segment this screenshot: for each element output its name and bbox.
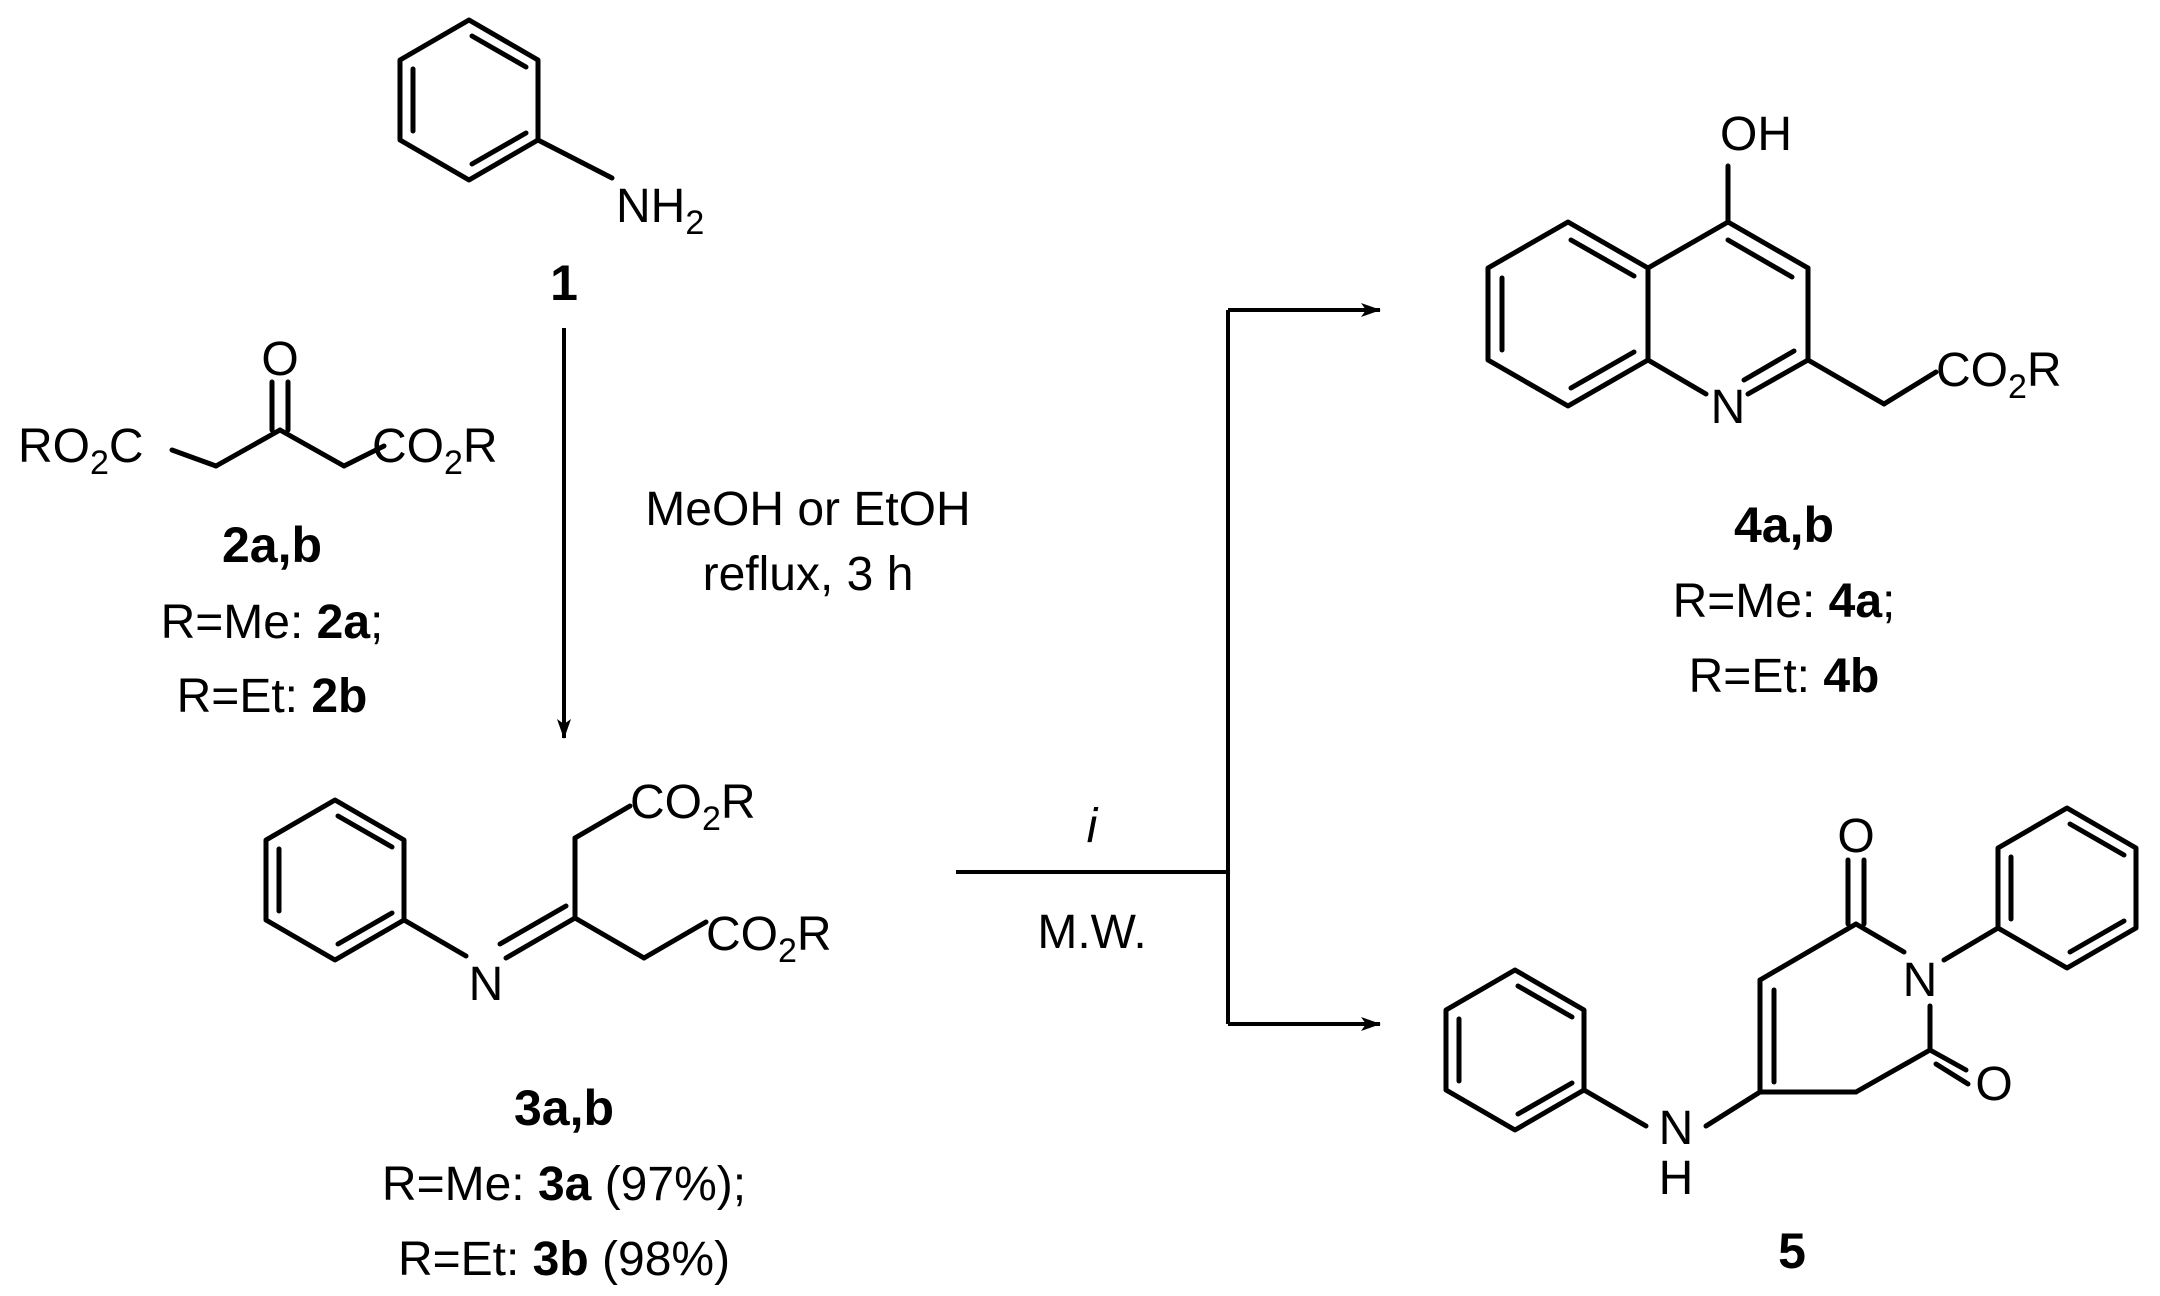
compound-3-label: 3a,b bbox=[514, 1080, 614, 1136]
compound-4-quinoline: N OH CO2R 4a,b R=Me: 4a; R=Et: 4b bbox=[1485, 108, 2062, 703]
quinoline-ester-label: CO2R bbox=[1936, 344, 2062, 406]
imide-nitrogen: N bbox=[1903, 954, 1938, 1007]
compound-2-diester: O RO2C CO2R 2a,b R=Me: 2a; R=Et: 2b bbox=[18, 333, 498, 723]
ester-label-bottom: CO2R bbox=[706, 908, 832, 970]
compound-2-variant-et: R=Et: 2b bbox=[177, 670, 368, 723]
compound-1-label: 1 bbox=[550, 255, 578, 311]
carbonyl-oxygen-bottom: O bbox=[1975, 1058, 2012, 1111]
compound-3-imine: N CO2R CO2R 3a,b R=Me: 3a (97%); R=Et: 3… bbox=[263, 776, 832, 1286]
carbonyl-oxygen-top: O bbox=[1837, 810, 1874, 863]
amine-nitrogen: N bbox=[1659, 1102, 1694, 1155]
right-ester-label: CO2R bbox=[372, 420, 498, 482]
compound-4-variant-me: R=Me: 4a; bbox=[1673, 575, 1896, 628]
compound-5-pyridinedione: N H N O O 5 bbox=[1443, 805, 2139, 1279]
imine-nitrogen: N bbox=[469, 958, 504, 1011]
compound-4-variant-et: R=Et: 4b bbox=[1689, 650, 1880, 703]
step-2-conditions: M.W. bbox=[1037, 906, 1146, 959]
left-ester-label: RO2C bbox=[18, 420, 144, 482]
step-2-reagent: i bbox=[1087, 800, 1099, 853]
ketone-oxygen: O bbox=[261, 333, 298, 386]
amine-hydrogen: H bbox=[1659, 1152, 1694, 1205]
step-1-conditions: reflux, 3 h bbox=[703, 548, 914, 601]
compound-2-variant-me: R=Me: 2a; bbox=[161, 596, 384, 649]
compound-3-variant-me: R=Me: 3a (97%); bbox=[382, 1158, 746, 1211]
step-1-solvent: MeOH or EtOH bbox=[645, 483, 970, 536]
step-1: MeOH or EtOH reflux, 3 h bbox=[557, 328, 971, 739]
hydroxyl-label: OH bbox=[1720, 108, 1792, 161]
ester-label-top: CO2R bbox=[630, 776, 756, 838]
compound-1-aniline: NH2 1 bbox=[397, 17, 704, 311]
compound-3-variant-et: R=Et: 3b (98%) bbox=[398, 1233, 730, 1286]
compound-2-label: 2a,b bbox=[222, 517, 322, 573]
amine-label: NH2 bbox=[616, 180, 704, 242]
step-2: i M.W. bbox=[956, 303, 1381, 1031]
quinoline-nitrogen: N bbox=[1711, 381, 1746, 434]
compound-5-label: 5 bbox=[1778, 1223, 1806, 1279]
compound-4-label: 4a,b bbox=[1734, 497, 1834, 553]
